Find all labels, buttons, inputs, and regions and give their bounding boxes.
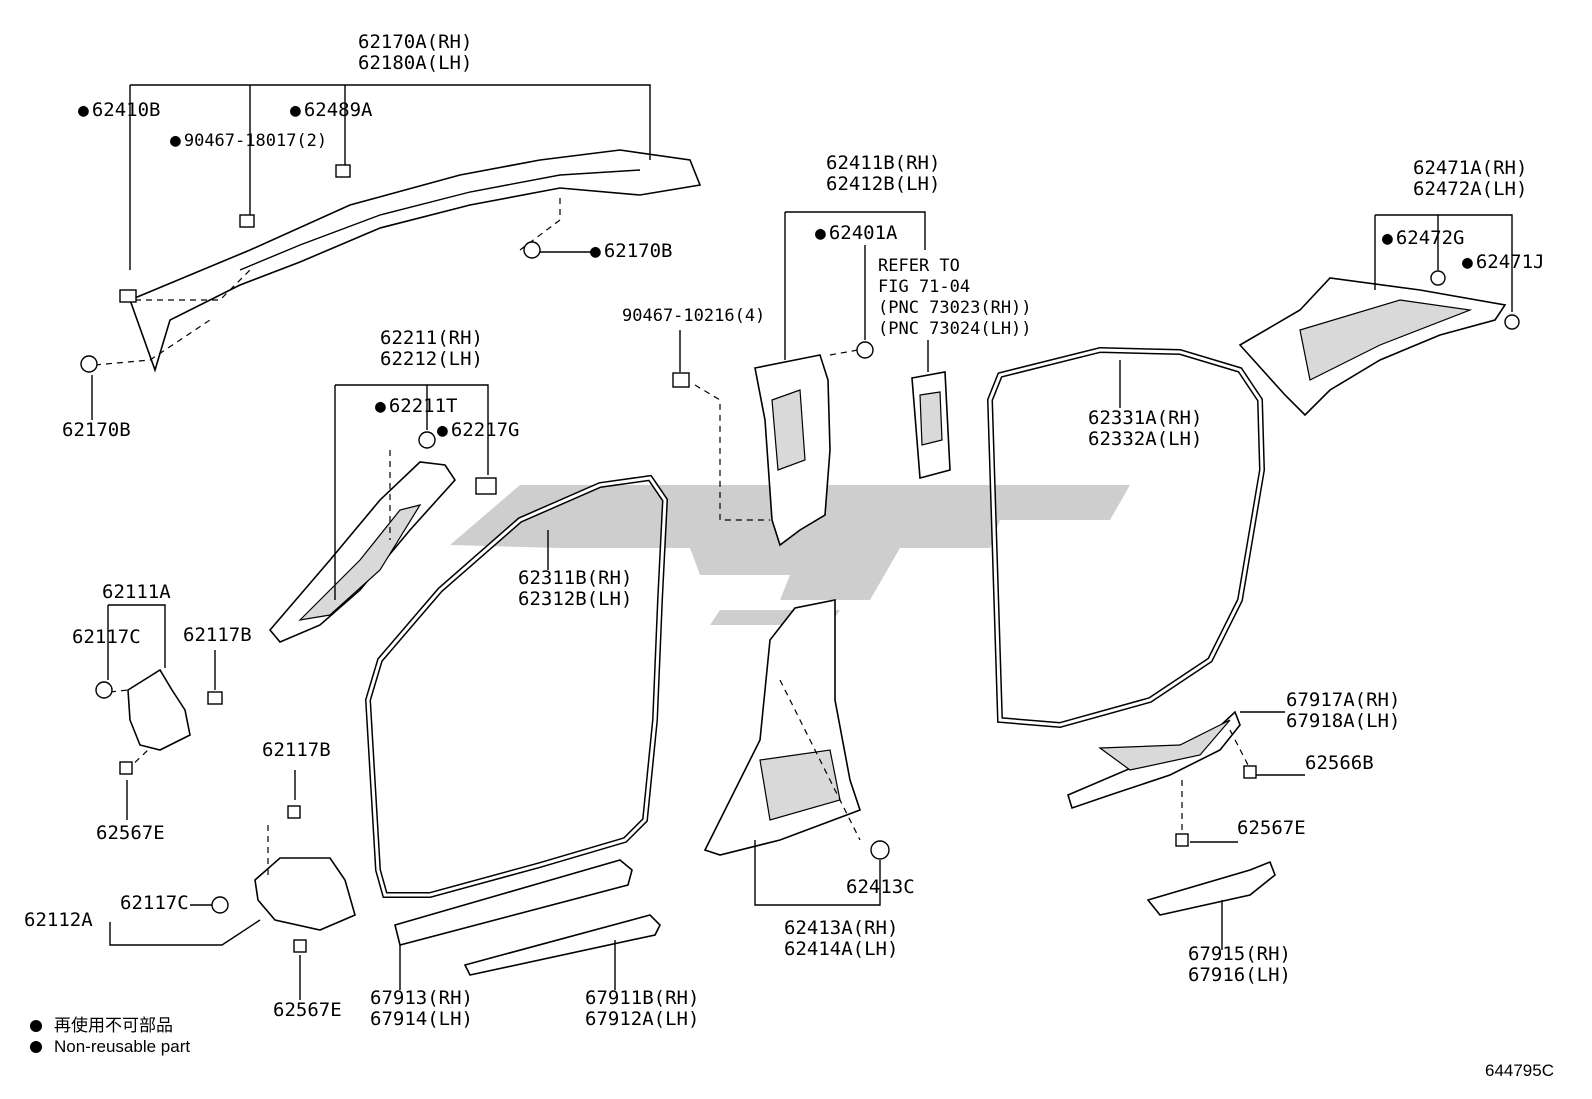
label-62566B: 62566B bbox=[1305, 752, 1374, 774]
label-62567E-a: 62567E bbox=[96, 822, 165, 844]
legend-jp-text: 再使用不可部品 bbox=[54, 1016, 173, 1035]
label-62401A: 62401A bbox=[815, 223, 898, 244]
cowl-side-trim-upper bbox=[95, 604, 223, 820]
label-62311B: 62311B(RH) 62312B(LH) bbox=[518, 567, 633, 610]
cowl-side-trim-lower bbox=[109, 770, 356, 1000]
label-62170B-top: 62170B bbox=[590, 241, 673, 262]
bullet-icon bbox=[30, 1020, 42, 1032]
rear-door-weatherstrip bbox=[986, 346, 1266, 729]
quarter-pillar-garnish bbox=[1238, 214, 1520, 417]
label-62413C: 62413C bbox=[846, 876, 915, 898]
label-62567E-c: 62567E bbox=[1237, 817, 1306, 839]
figure-number: 644795C bbox=[1484, 1061, 1554, 1080]
label-62117C-a: 62117C bbox=[72, 626, 141, 648]
label-62413A: 62413A(RH) 62414A(LH) bbox=[784, 917, 899, 960]
label-62472G: 62472G bbox=[1382, 228, 1465, 249]
label-62117B-b: 62117B bbox=[262, 739, 331, 761]
label-62117C-b: 62117C bbox=[120, 892, 189, 914]
rear-scuff-plates bbox=[1067, 710, 1305, 950]
seatbelt-adjuster bbox=[911, 340, 951, 480]
label-62211: 62211(RH) 62212(LH) bbox=[380, 327, 483, 370]
label-67915: 67915(RH) 67916(LH) bbox=[1188, 943, 1291, 986]
label-67913: 67913(RH) 67914(LH) bbox=[370, 987, 473, 1030]
legend-en-text: Non-reusable part bbox=[54, 1037, 191, 1056]
label-67911B: 67911B(RH) 67912A(LH) bbox=[585, 987, 700, 1030]
label-62489A: 62489A bbox=[290, 100, 373, 121]
label-90467-10216: 90467-10216(4) bbox=[622, 306, 766, 326]
label-62170A: 62170A(RH) 62180A(LH) bbox=[358, 31, 473, 74]
label-62410B: 62410B bbox=[78, 100, 161, 121]
label-62117B-a: 62117B bbox=[183, 624, 252, 646]
label-62471A: 62471A(RH) 62472A(LH) bbox=[1413, 157, 1528, 200]
front-door-weatherstrip bbox=[364, 474, 669, 898]
bullet-icon bbox=[30, 1041, 42, 1053]
front-pillar-garnish bbox=[268, 384, 497, 643]
center-pillar-upper-garnish bbox=[672, 211, 926, 547]
label-67917A: 67917A(RH) 67918A(LH) bbox=[1286, 689, 1401, 732]
label-62211T: 62211T bbox=[375, 396, 458, 417]
label-62112A: 62112A bbox=[24, 909, 93, 931]
front-scuff-plates bbox=[394, 859, 661, 990]
legend-jp: 再使用不可部品 bbox=[30, 1011, 173, 1036]
center-pillar-lower-garnish bbox=[703, 599, 890, 906]
label-90467-18017: 90467-18017(2) bbox=[170, 130, 327, 152]
roof-rail-garnish bbox=[80, 84, 702, 373]
label-62217G: 62217G bbox=[437, 420, 520, 441]
label-62331A: 62331A(RH) 62332A(LH) bbox=[1088, 407, 1203, 450]
refer-note: REFER TO FIG 71-04 (PNC 73023(RH)) (PNC … bbox=[878, 256, 1032, 339]
label-62567E-b: 62567E bbox=[273, 999, 342, 1021]
legend-en: Non-reusable part bbox=[30, 1037, 190, 1057]
label-62471J: 62471J bbox=[1462, 252, 1545, 273]
label-62111A: 62111A bbox=[102, 581, 171, 603]
label-62411B: 62411B(RH) 62412B(LH) bbox=[826, 152, 941, 195]
label-62170B-left: 62170B bbox=[62, 419, 131, 441]
